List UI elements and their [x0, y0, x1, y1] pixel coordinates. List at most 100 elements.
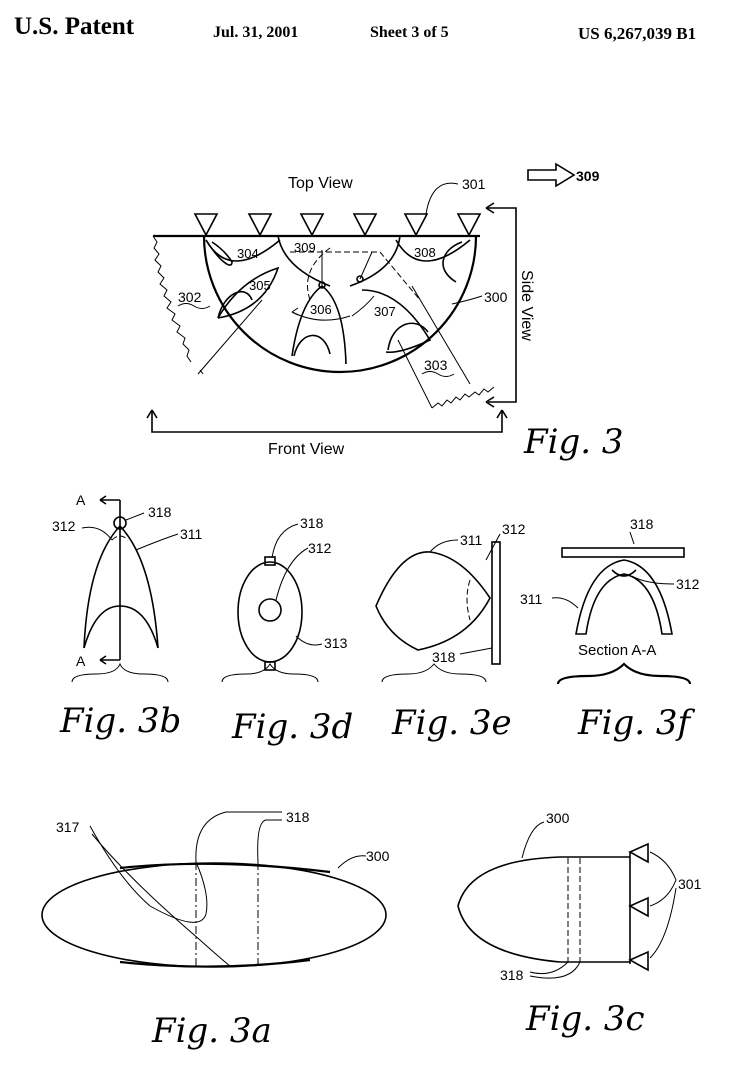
fig-3d-caption: Fig. 3d	[231, 707, 353, 747]
leader-318	[459, 647, 493, 655]
receiver-305	[217, 290, 253, 319]
fig-3c-caption: Fig. 3c	[525, 999, 645, 1039]
leader-317	[91, 833, 231, 967]
figure-3b: A A 318 312 311 Fig. 3b	[52, 492, 203, 741]
leader-318	[629, 531, 635, 545]
section-312	[611, 569, 637, 577]
sensor-triangle	[352, 213, 378, 237]
label-300: 300	[366, 848, 390, 864]
front-view-arrowhead	[496, 409, 508, 419]
leader-318	[529, 961, 569, 975]
fig-3b-caption: Fig. 3b	[59, 701, 181, 741]
label-318: 318	[432, 649, 456, 665]
sensor-triangle	[193, 213, 219, 237]
label-304: 304	[237, 246, 259, 261]
hidden-312	[111, 535, 129, 541]
rotation-arrow-307	[351, 295, 375, 317]
beam-306	[291, 285, 347, 365]
leader-318	[195, 811, 282, 863]
label-308: 308	[414, 245, 436, 260]
leader-318	[271, 523, 299, 559]
beam-305	[217, 266, 280, 319]
label-squiggle-302	[177, 303, 211, 309]
label-311: 311	[460, 532, 483, 548]
signal-line	[397, 339, 433, 409]
leader-312	[631, 575, 675, 585]
leader-300	[521, 821, 545, 859]
label-318: 318	[148, 504, 172, 520]
receiver-308	[442, 241, 463, 283]
header-patent-number: US 6,267,039 B1	[578, 24, 697, 43]
receiver-306	[293, 334, 331, 357]
dashed-rotation	[290, 251, 421, 301]
figure-3c: 300 301 318 Fig. 3c	[457, 810, 702, 1039]
fig-3f-caption: Fig. 3f	[577, 703, 695, 743]
brace-3f	[556, 662, 692, 685]
leader-301	[649, 851, 677, 907]
mount-318	[113, 516, 127, 530]
mount-top-318	[264, 556, 276, 566]
side-view-bracket	[486, 207, 517, 403]
label-312: 312	[676, 576, 700, 592]
leader-312	[81, 526, 113, 541]
label-301: 301	[462, 176, 486, 192]
aperture-312	[258, 598, 282, 622]
label-301: 301	[678, 876, 702, 892]
label-a-top: A	[76, 492, 86, 508]
label-311: 311	[520, 591, 543, 607]
label-309: 309	[294, 240, 316, 255]
reflector-inner-curve	[83, 605, 159, 649]
label-313: 313	[324, 635, 348, 651]
front-view-label: Front View	[268, 441, 345, 458]
label-318: 318	[630, 516, 654, 532]
label-309-arrow: 309	[576, 168, 600, 184]
leader-300	[451, 295, 483, 305]
section-arrow-top	[99, 495, 120, 505]
sensor-triangle	[628, 950, 649, 972]
reflector-side-311	[375, 551, 491, 651]
hidden-312	[466, 579, 471, 621]
label-312: 312	[308, 540, 332, 556]
fig-3-caption: Fig. 3	[523, 422, 623, 462]
leader-318	[529, 961, 581, 979]
side-view-arrowhead	[485, 202, 495, 214]
side-view-arrowhead	[485, 396, 495, 408]
leader-313	[295, 635, 323, 646]
body-ellipse-300	[41, 862, 387, 968]
figure-3: Top View Front View Side View 301 302 30…	[146, 162, 623, 462]
dashed-rotation	[307, 247, 331, 301]
figure-3e: 311 312 318 Fig. 3e	[375, 521, 526, 743]
signal-line	[199, 369, 204, 375]
section-a-a-label: Section A-A	[578, 642, 656, 659]
label-318: 318	[500, 967, 524, 983]
label-312: 312	[52, 518, 76, 534]
leader-318	[257, 819, 282, 863]
label-305: 305	[249, 278, 271, 293]
label-a-bottom: A	[76, 653, 86, 669]
sensor-triangle	[628, 842, 649, 864]
beam-308	[395, 239, 471, 262]
brace-3e	[381, 663, 487, 683]
plate-318	[561, 547, 685, 558]
brace-3d	[221, 663, 319, 683]
hemisphere-body-300	[202, 235, 478, 374]
reflector-section-311	[575, 559, 673, 635]
leader-300	[337, 855, 367, 869]
label-303: 303	[424, 357, 448, 373]
label-318: 318	[286, 809, 310, 825]
front-view-bracket	[151, 410, 503, 433]
fig-3e-caption: Fig. 3e	[391, 703, 512, 743]
label-300: 300	[546, 810, 570, 826]
top-view-label: Top View	[288, 175, 353, 192]
leader-312	[485, 533, 501, 561]
plate-318	[491, 541, 501, 665]
sensor-triangle	[299, 213, 325, 237]
header-patent-label: U.S. Patent	[14, 13, 135, 40]
section-arrow-bottom	[99, 655, 120, 665]
header-sheet: Sheet 3 of 5	[370, 24, 449, 41]
figure-3d: 318 312 313 Fig. 3d	[221, 515, 353, 747]
beam-outline	[349, 235, 401, 287]
label-312: 312	[502, 521, 526, 537]
leader-312	[275, 547, 309, 601]
brace-3b	[71, 662, 169, 683]
